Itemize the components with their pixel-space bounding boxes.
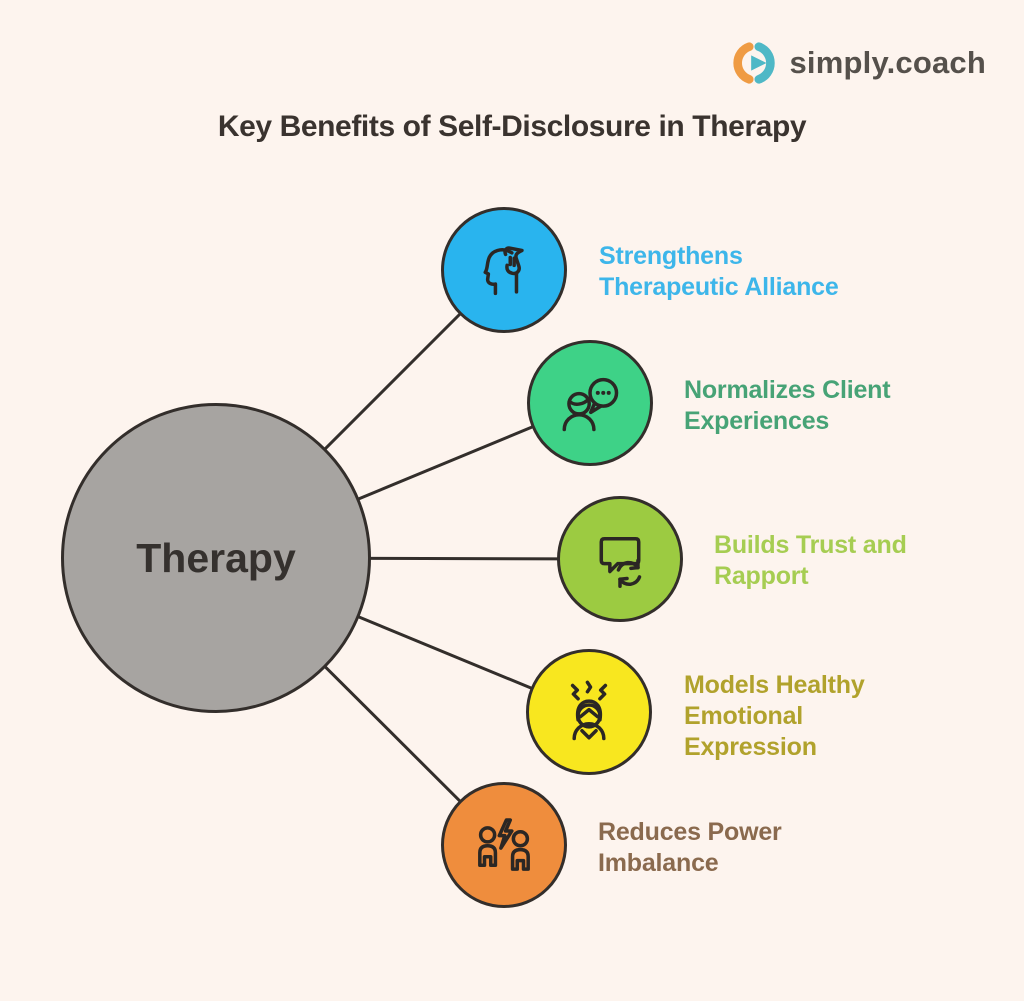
stressed-person-icon: [570, 680, 608, 741]
head-in-hand-icon: [483, 246, 524, 296]
node-builds-trust: [557, 496, 683, 622]
node-label-reduces-imbalance: Reduces Power Imbalance: [598, 817, 782, 879]
label-line: Normalizes Client: [684, 376, 891, 404]
label-line: Models Healthy: [684, 671, 865, 699]
label-line: Imbalance: [598, 849, 719, 877]
label-line: Reduces Power: [598, 818, 782, 846]
node-label-builds-trust: Builds Trust and Rapport: [714, 530, 907, 592]
label-line: Expression: [684, 733, 817, 761]
node-label-strengthens-alliance: Strengthens Therapeutic Alliance: [599, 241, 839, 303]
person-chat-icon: [562, 377, 619, 432]
page-title: Key Benefits of Self-Disclosure in Thera…: [217, 110, 807, 143]
node-label-models-expression: Models Healthy Emotional Expression: [684, 670, 865, 763]
brand-logo: simply.coach: [731, 40, 986, 86]
center-node-therapy: Therapy: [61, 403, 371, 713]
label-line: Strengthens: [599, 242, 743, 270]
label-line: Therapeutic Alliance: [599, 273, 839, 301]
simply-coach-logo-icon: [733, 42, 776, 84]
node-label-normalizes-experiences: Normalizes Client Experiences: [684, 375, 891, 437]
two-people-bolt-icon: [478, 818, 530, 871]
node-strengthens-alliance: [441, 207, 567, 333]
node-normalizes-experiences: [527, 340, 653, 466]
label-line: Experiences: [684, 407, 830, 435]
label-line: Emotional: [684, 702, 804, 730]
label-line: Rapport: [714, 562, 809, 590]
node-reduces-imbalance: [441, 782, 567, 908]
brand-name: simply.coach: [789, 45, 986, 80]
node-models-expression: [526, 649, 652, 775]
label-line: Builds Trust and: [714, 531, 907, 559]
center-node-label: Therapy: [136, 534, 296, 581]
chat-sync-icon: [599, 536, 642, 589]
